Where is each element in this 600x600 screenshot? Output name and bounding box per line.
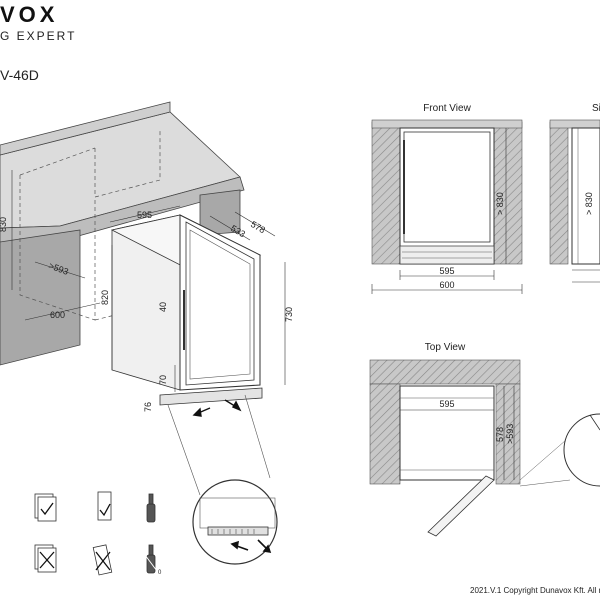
dim-600: 600: [50, 310, 65, 320]
top-dim-578: 578: [495, 427, 505, 442]
top-view: [369, 359, 600, 537]
side-view: [549, 119, 600, 283]
top-view-open-door: [427, 475, 495, 537]
iso-dimension-lines: [11, 170, 286, 392]
top-dim-595: 595: [439, 399, 454, 409]
front-dim-600: 600: [439, 280, 454, 290]
top-view-title: Top View: [425, 342, 466, 353]
bottle-tilted-icon: [144, 544, 158, 574]
dim-730: 730: [284, 307, 294, 322]
appliance-door: [185, 221, 255, 386]
dim-595: 595: [137, 210, 152, 220]
appliance-door-inner: [189, 229, 251, 380]
dim-578: 578: [249, 219, 267, 235]
brand-logo: VOX: [0, 2, 59, 27]
side-view-title: Si: [592, 103, 600, 114]
side-dim-830: > 830: [584, 192, 594, 215]
instruction-icons: [34, 491, 158, 576]
dim-76: 76: [143, 402, 153, 412]
top-dim-593: >593: [505, 424, 515, 444]
cabinet-gap-panel: [199, 189, 241, 236]
dim-820: 820: [100, 290, 110, 305]
copyright-footer: 2021.V.1 Copyright Dunavox Kft. All r: [470, 586, 600, 595]
front-dim-830: > 830: [495, 192, 505, 215]
appliance-plinth: [159, 387, 263, 406]
tilted-no-icon: [92, 544, 113, 576]
upright-ok-icon: [97, 491, 112, 521]
countertop-backsplash: [0, 101, 171, 156]
front-dim-595: 595: [439, 266, 454, 276]
cabinet-panel: [0, 229, 81, 366]
countertop-front: [0, 176, 245, 243]
dim-70: 70: [158, 375, 168, 385]
manual-ok-icon: [34, 493, 57, 522]
dim-830: 830: [0, 217, 8, 232]
iso-installation-view: [0, 101, 286, 496]
dim-40: 40: [158, 302, 168, 312]
model-number: V-46D: [0, 67, 39, 83]
airflow-arrows: [192, 399, 242, 417]
bottle-upright-icon: [146, 493, 156, 523]
icon-small-label: 0: [158, 570, 162, 576]
front-view-title: Front View: [423, 103, 471, 114]
brand-tagline: G EXPERT: [0, 29, 77, 43]
manual-no-icon: [34, 544, 57, 573]
front-view: [371, 119, 523, 294]
detail-magnifier: [192, 479, 278, 565]
appliance-front: [179, 214, 261, 391]
